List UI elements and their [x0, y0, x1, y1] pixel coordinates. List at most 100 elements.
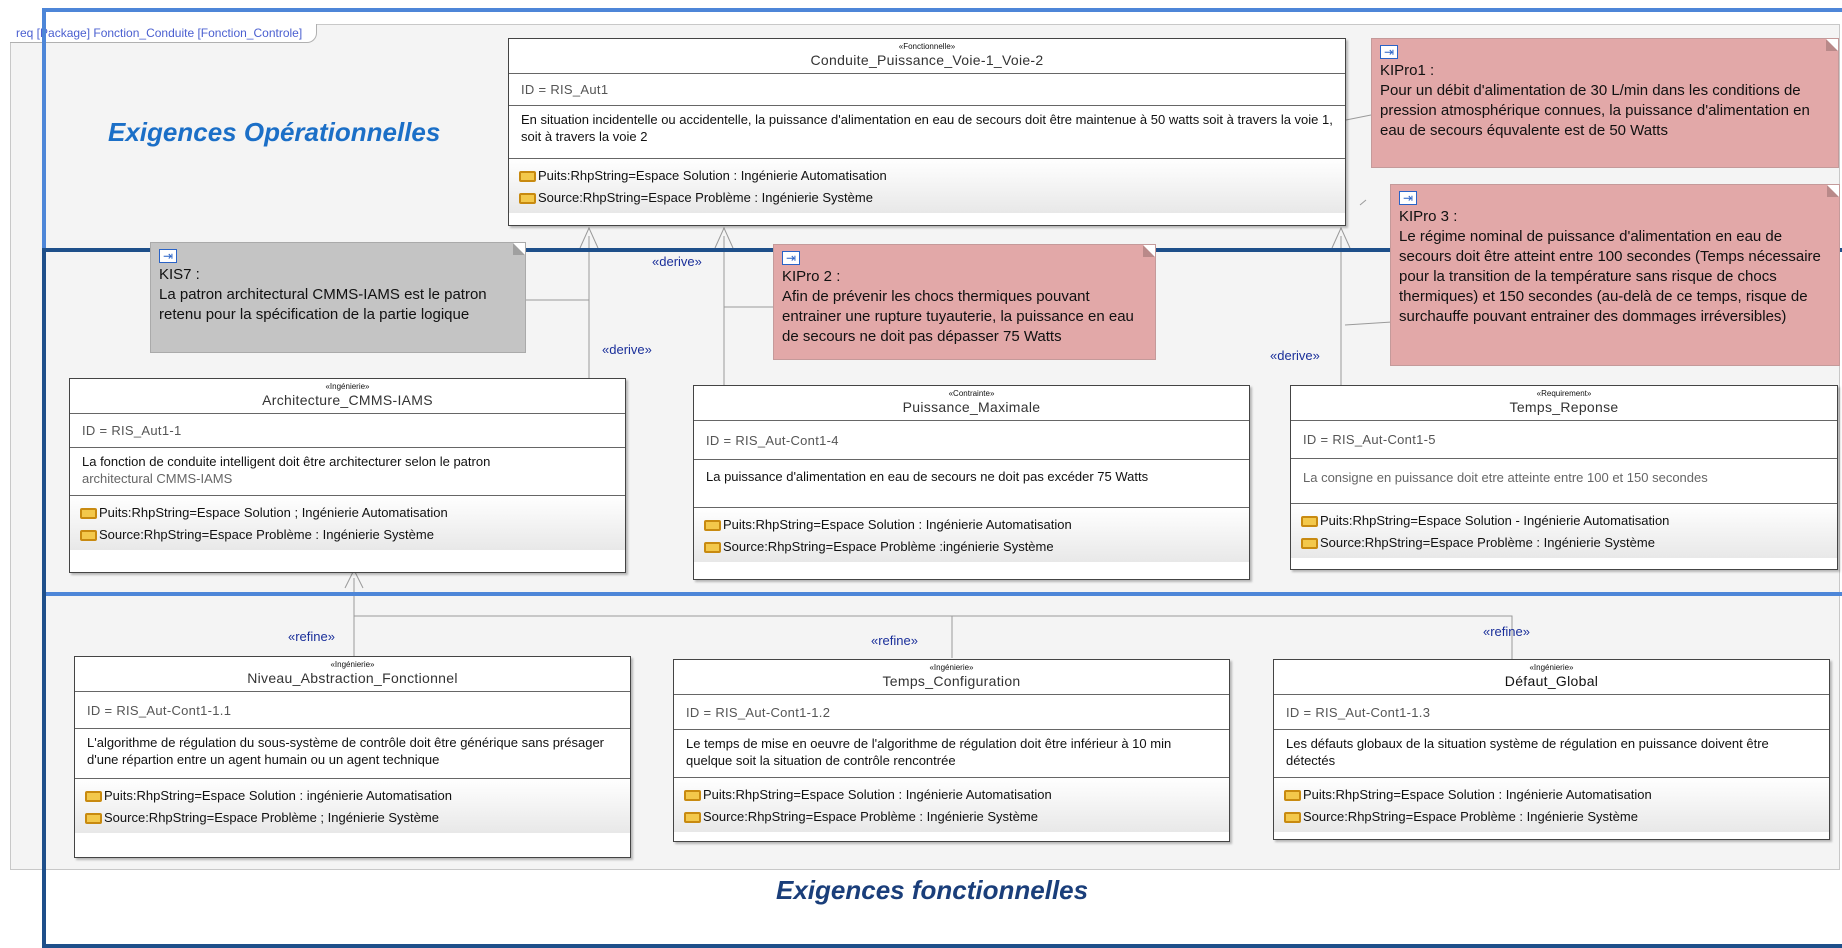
requirement-header: «Ingénierie» Temps_Configuration	[674, 660, 1229, 695]
package-tab: req [Package] Fonction_Conduite [Fonctio…	[10, 24, 318, 43]
requirement-text-main: La fonction de conduite intelligent doit…	[82, 454, 491, 469]
source-tag: Source:RhpString=Espace Problème : Ingén…	[1284, 806, 1819, 828]
requirement-text-main: La puissance d'alimentation en eau de se…	[706, 469, 1149, 484]
refine-bar	[353, 615, 1513, 659]
derive-arrow-3	[1331, 226, 1351, 249]
derive-label-2: «derive»	[602, 342, 652, 357]
requirement-header: «Ingénierie» Défaut_Global	[1274, 660, 1829, 695]
requirement-tags: Puits:RhpString=Espace Solution : Ingéni…	[674, 778, 1229, 832]
requirement-niveau-abstraction[interactable]: «Ingénierie» Niveau_Abstraction_Fonction…	[74, 656, 631, 858]
puits-tag: Puits:RhpString=Espace Solution : ingéni…	[85, 785, 620, 807]
requirement-stereotype: «Ingénierie»	[330, 660, 375, 669]
requirement-header: «Fonctionnelle» Conduite_Puissance_Voie-…	[509, 39, 1345, 74]
puits-tag: Puits:RhpString=Espace Solution : Ingéni…	[1284, 784, 1819, 806]
requirement-text: Les défauts globaux de la situation syst…	[1274, 730, 1829, 778]
note-text: Le régime nominal de puissance d'aliment…	[1399, 228, 1821, 325]
operational-region-title: Exigences Opérationnelles	[108, 117, 441, 147]
requirement-stereotype: «Ingénierie»	[929, 663, 974, 672]
note-text: Afin de prévenir les chocs thermiques po…	[782, 288, 1134, 345]
requirement-name: Conduite_Puissance_Voie-1_Voie-2	[810, 52, 1044, 68]
requirement-header: «Ingénierie» Architecture_CMMS-IAMS	[70, 379, 625, 414]
note-link-icon: ⇥	[1399, 191, 1417, 205]
requirement-id: ID = RIS_Aut1-1	[70, 414, 625, 448]
puits-value: Puits:RhpString=Espace Solution : Ingéni…	[703, 787, 1052, 802]
note-title: KIPro 3 :	[1399, 208, 1458, 225]
puits-value: Puits:RhpString=Espace Solution : ingéni…	[104, 788, 452, 803]
note-title: KIPro 2 :	[782, 268, 841, 285]
tag-icon	[1301, 537, 1318, 549]
note-kis7[interactable]: ⇥ KIS7 : La patron architectural CMMS-IA…	[150, 242, 526, 353]
note-text: Pour un débit d'alimentation de 30 L/min…	[1380, 82, 1810, 139]
note-kipro1[interactable]: ⇥ KIPro1 : Pour un débit d'alimentation …	[1371, 38, 1839, 168]
requirement-stereotype: «Contrainte»	[948, 389, 995, 398]
requirement-text: La puissance d'alimentation en eau de se…	[694, 460, 1249, 508]
note-link-icon: ⇥	[782, 251, 800, 265]
relation-lines	[344, 114, 1513, 659]
requirement-defaut-global[interactable]: «Ingénierie» Défaut_Global ID = RIS_Aut-…	[1273, 659, 1830, 840]
requirement-tags: Puits:RhpString=Espace Solution : ingéni…	[75, 779, 630, 833]
source-value: Source:RhpString=Espace Problème : Ingén…	[99, 527, 434, 542]
note-text: La patron architectural CMMS-IAMS est le…	[159, 286, 487, 323]
puits-value: Puits:RhpString=Espace Solution : Ingéni…	[723, 517, 1072, 532]
puits-tag: Puits:RhpString=Espace Solution ; Ingéni…	[80, 502, 615, 524]
note-kipro3[interactable]: ⇥ KIPro 3 : Le régime nominal de puissan…	[1390, 184, 1840, 366]
requirement-stereotype: «Requirement»	[1536, 389, 1592, 398]
requirement-header: «Ingénierie» Niveau_Abstraction_Fonction…	[75, 657, 630, 692]
puits-tag: Puits:RhpString=Espace Solution : Ingéni…	[519, 165, 1335, 187]
requirement-temps-configuration[interactable]: «Ingénierie» Temps_Configuration ID = RI…	[673, 659, 1230, 842]
source-value: Source:RhpString=Espace Problème : Ingén…	[538, 190, 873, 205]
requirement-tags: Puits:RhpString=Espace Solution : Ingéni…	[509, 159, 1345, 213]
requirement-text: L'algorithme de régulation du sous-systè…	[75, 729, 630, 779]
requirement-puissance-maximale[interactable]: «Contrainte» Puissance_Maximale ID = RIS…	[693, 385, 1250, 580]
tag-icon	[704, 541, 721, 553]
tag-icon	[704, 519, 721, 531]
note-link-icon: ⇥	[159, 249, 177, 263]
requirement-id: ID = RIS_Aut-Cont1-1.1	[75, 692, 630, 729]
requirement-architecture-cmms[interactable]: «Ingénierie» Architecture_CMMS-IAMS ID =…	[69, 378, 626, 573]
requirement-id: ID = RIS_Aut-Cont1-1.3	[1274, 695, 1829, 730]
tag-icon	[684, 811, 701, 823]
functional-region-title: Exigences fonctionnelles	[776, 875, 1089, 905]
requirement-name: Temps_Configuration	[882, 673, 1021, 689]
note-anchor-kipro1	[1345, 114, 1372, 121]
requirement-tags: Puits:RhpString=Espace Solution : Ingéni…	[1274, 778, 1829, 832]
tag-icon	[1301, 515, 1318, 527]
requirement-id: ID = RIS_Aut-Cont1-4	[694, 421, 1249, 460]
requirement-id: ID = RIS_Aut-Cont1-1.2	[674, 695, 1229, 730]
note-fold	[1143, 245, 1155, 257]
requirement-tags: Puits:RhpString=Espace Solution - Ingéni…	[1291, 504, 1837, 558]
requirement-text: Le temps de mise en oeuvre de l'algorith…	[674, 730, 1229, 778]
note-fold	[1826, 39, 1838, 51]
source-value: Source:RhpString=Espace Problème : Ingén…	[1320, 535, 1655, 550]
requirement-text-main: La consigne en puissance doit etre attei…	[1303, 470, 1708, 485]
tag-icon	[80, 529, 97, 541]
requirement-text: En situation incidentelle ou accidentell…	[509, 106, 1345, 159]
requirement-tags: Puits:RhpString=Espace Solution : Ingéni…	[694, 508, 1249, 562]
note-anchor-kipro3	[1344, 321, 1393, 326]
requirement-name: Architecture_CMMS-IAMS	[262, 392, 433, 408]
requirement-stereotype: «Ingénierie»	[325, 382, 370, 391]
requirement-text-continued: architectural CMMS-IAMS	[82, 471, 233, 486]
requirement-name: Puissance_Maximale	[902, 399, 1041, 415]
tag-icon	[1284, 789, 1301, 801]
requirement-temps-reponse[interactable]: «Requirement» Temps_Reponse ID = RIS_Aut…	[1290, 385, 1838, 570]
note-kipro2[interactable]: ⇥ KIPro 2 : Afin de prévenir les chocs t…	[773, 244, 1156, 360]
derive-label-3: «derive»	[1270, 348, 1320, 363]
note-fold	[1827, 185, 1839, 197]
requirement-conduite-puissance[interactable]: «Fonctionnelle» Conduite_Puissance_Voie-…	[508, 38, 1346, 226]
requirement-header: «Requirement» Temps_Reponse	[1291, 386, 1837, 421]
puits-value: Puits:RhpString=Espace Solution : Ingéni…	[538, 168, 887, 183]
requirement-tags: Puits:RhpString=Espace Solution ; Ingéni…	[70, 496, 625, 550]
tag-icon	[80, 507, 97, 519]
puits-tag: Puits:RhpString=Espace Solution : Ingéni…	[684, 784, 1219, 806]
requirement-text: La fonction de conduite intelligent doit…	[70, 448, 625, 496]
derive-arrow-1	[579, 226, 599, 249]
requirement-header: «Contrainte» Puissance_Maximale	[694, 386, 1249, 421]
refine-label-1: «refine»	[288, 629, 335, 644]
source-tag: Source:RhpString=Espace Problème : Ingén…	[684, 806, 1219, 828]
tag-icon	[1284, 811, 1301, 823]
note-fold	[513, 243, 525, 255]
puits-tag: Puits:RhpString=Espace Solution - Ingéni…	[1301, 510, 1827, 532]
source-value: Source:RhpString=Espace Problème ; Ingén…	[104, 810, 439, 825]
requirement-text-main: En situation incidentelle ou accidentell…	[521, 112, 1333, 144]
